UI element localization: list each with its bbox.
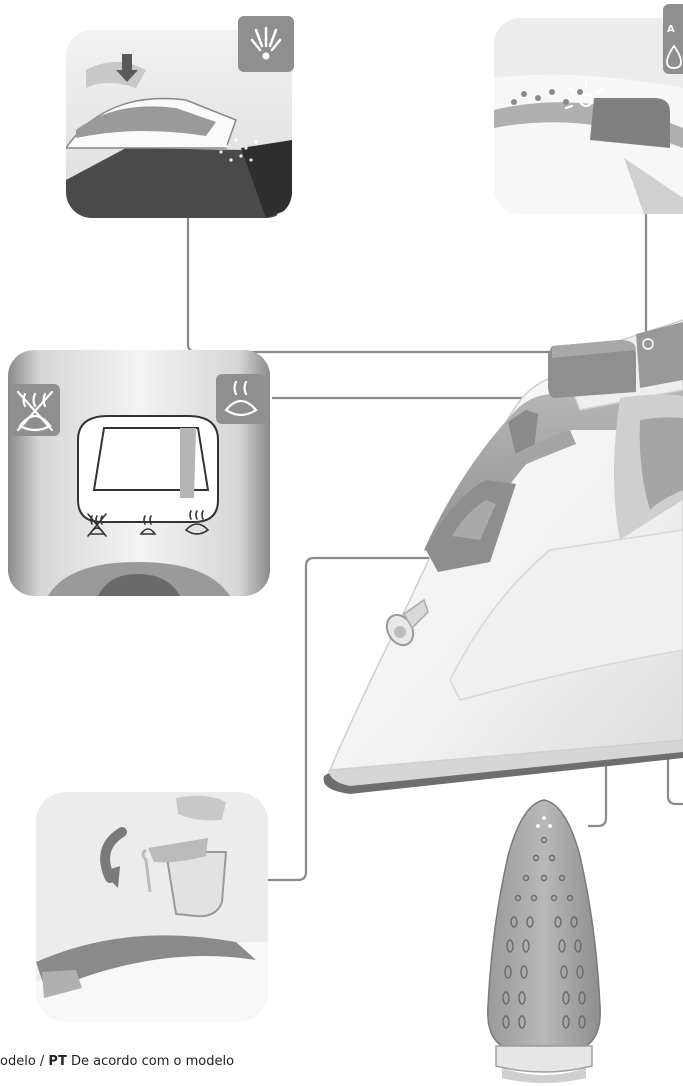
max-steam-icon — [184, 508, 210, 538]
no-steam-badge-icon — [10, 384, 60, 436]
anti-calc-drop-icon: A — [663, 4, 683, 74]
anti-calc-panel — [494, 18, 683, 214]
badge-partial-letter: A — [667, 24, 675, 35]
footnote-lang-code: PT — [48, 1054, 66, 1069]
steam-iron-body — [320, 300, 683, 805]
water-fill-panel — [36, 792, 268, 1022]
steam-icon — [138, 512, 158, 538]
footnote-text: De acordo com o modelo — [67, 1054, 234, 1069]
steam-badge-icon — [216, 374, 266, 424]
spray-burst-icon — [238, 16, 294, 72]
soleplate-illustration — [482, 796, 606, 1086]
footnote-prefix: odelo / — [0, 1054, 48, 1069]
no-steam-icon — [86, 512, 108, 538]
model-footnote: odelo / PT De acordo com o modelo — [0, 1054, 234, 1069]
